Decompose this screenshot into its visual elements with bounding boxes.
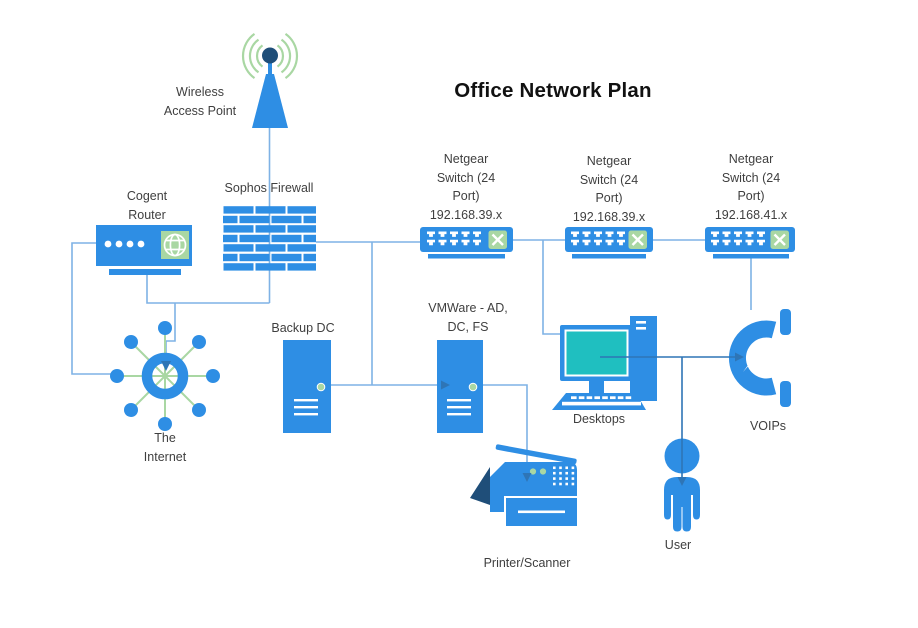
- internet-icon[interactable]: [110, 321, 220, 431]
- switch3-icon[interactable]: [705, 227, 795, 259]
- backup-dc-server-icon[interactable]: [283, 340, 331, 433]
- wifi-waves-icon: [241, 33, 299, 79]
- user-icon[interactable]: [664, 438, 700, 532]
- antenna-cone: [252, 74, 288, 128]
- firewall-label: Sophos Firewall: [224, 181, 314, 195]
- vmware-label: VMWare - AD,DC, FS: [428, 301, 508, 334]
- phone-notch: [743, 340, 760, 372]
- hub-spokes: [117, 328, 213, 424]
- antenna-tip: [262, 47, 278, 64]
- keyboard: [552, 393, 646, 410]
- backup-dc-label: Backup DC: [271, 321, 335, 335]
- page-title: Office Network Plan: [454, 79, 652, 102]
- connector-router-internet: [71, 242, 111, 375]
- firewall-icon[interactable]: [223, 205, 316, 271]
- connectors-top: [161, 352, 744, 486]
- arrow-user: [677, 477, 687, 486]
- tower: [630, 316, 657, 401]
- arrow-printer: [522, 473, 532, 482]
- arrow-vmware: [441, 380, 450, 390]
- wireless-access-point-icon[interactable]: [241, 33, 299, 128]
- desktops-label: Desktops: [572, 412, 626, 426]
- arrowheads: [161, 352, 744, 486]
- switch2-icon[interactable]: [565, 227, 653, 259]
- arrow-voip: [735, 352, 744, 362]
- voips-label: VOIPs: [749, 419, 787, 433]
- connector-tee-desktop: [542, 240, 561, 335]
- desktop-icon[interactable]: [552, 316, 657, 410]
- paper-flap: [470, 467, 490, 505]
- connector-vmware-printer: [473, 384, 528, 476]
- printer-label: Printer/Scanner: [483, 556, 571, 570]
- voip-phone-icon[interactable]: [728, 309, 791, 407]
- printer-icon[interactable]: [470, 444, 579, 528]
- connector-router-firewall: [146, 271, 270, 304]
- arrow-internet: [161, 361, 171, 371]
- globe-icon: [163, 233, 187, 257]
- switch1-icon[interactable]: [420, 227, 513, 259]
- user-body: [664, 477, 700, 532]
- monitor-screen: [566, 331, 627, 375]
- user-label: User: [664, 538, 692, 552]
- router-icon[interactable]: [96, 225, 192, 275]
- scanner-lid: [495, 444, 577, 465]
- connectors: [71, 128, 752, 476]
- printer-keypad: [553, 466, 575, 486]
